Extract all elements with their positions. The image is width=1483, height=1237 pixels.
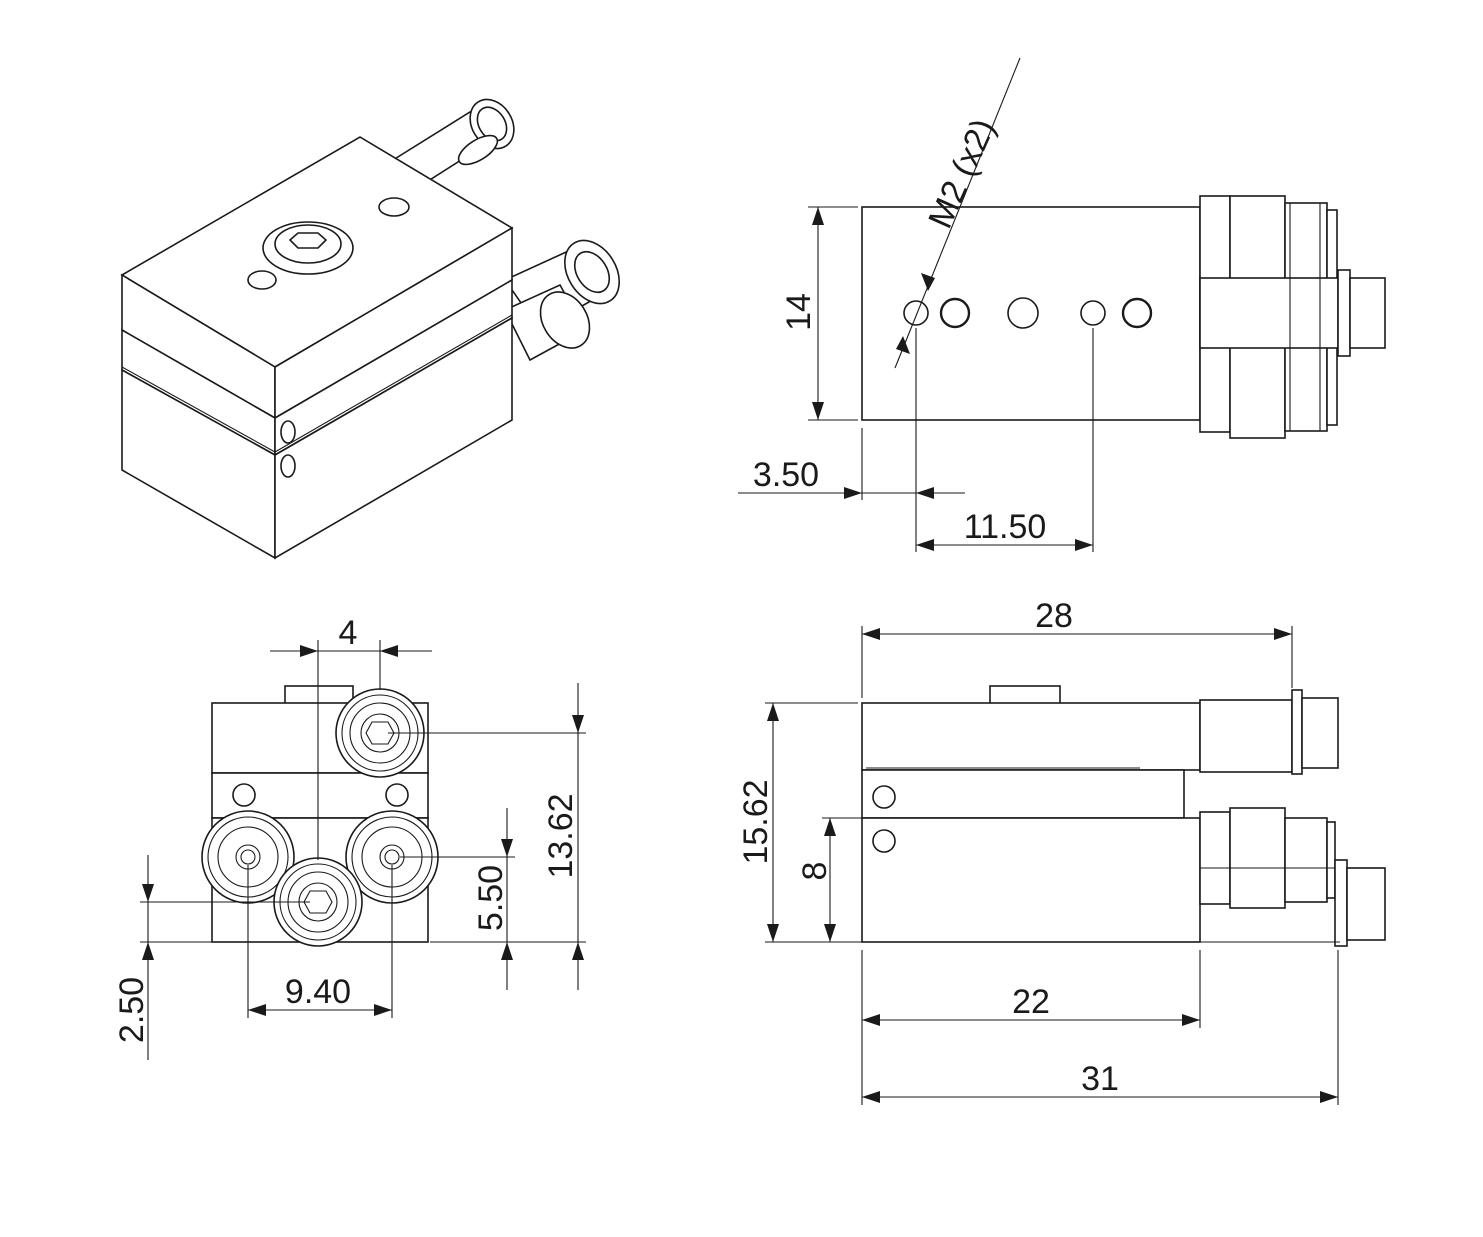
dim-28-label: 28	[1035, 597, 1073, 635]
dim-13-62-label: 13.62	[542, 793, 580, 878]
top-view: M2 (x2) 14 3.50 11.50	[738, 57, 1386, 552]
top-view-hole-3	[1007, 297, 1039, 329]
side-view: 28 15.62 8 22 31	[737, 597, 1386, 1105]
side-view-top-tab	[989, 685, 1061, 705]
front-view-hole-left	[232, 783, 256, 807]
dim-5-50-label: 5.50	[472, 865, 510, 931]
m2-leader	[894, 57, 1021, 369]
dim-31-label: 31	[1081, 1060, 1119, 1098]
dim-3-50-label: 3.50	[753, 456, 819, 494]
front-view-right-port	[345, 810, 439, 904]
top-view-hole-m2-2	[1080, 300, 1106, 326]
iso-side-hole-1	[280, 420, 296, 444]
side-view-upper-fitting	[1199, 689, 1339, 775]
dim-8-label: 8	[796, 862, 834, 881]
side-view-middle-plate	[861, 769, 1185, 819]
side-view-hole-2	[872, 829, 896, 853]
isometric-view	[120, 98, 620, 560]
top-view-hole-m2-1	[903, 300, 929, 326]
front-view: 4 13.62 5.50 2.50 9.40	[113, 614, 586, 1060]
side-view-lower-fitting	[1199, 807, 1386, 947]
top-view-hole-2	[939, 297, 971, 329]
dim-4-label: 4	[339, 614, 358, 652]
dim-22-label: 22	[1012, 983, 1050, 1021]
dim-2-50-label: 2.50	[113, 977, 151, 1043]
front-view-hole-right	[385, 783, 409, 807]
top-view-hole-5	[1121, 297, 1153, 329]
side-view-upper-block	[861, 702, 1201, 771]
iso-hole-left	[247, 270, 277, 290]
side-view-hole-1	[872, 785, 896, 809]
dim-11-50-label: 11.50	[964, 508, 1047, 546]
dim-15-62-label: 15.62	[737, 779, 775, 864]
iso-fitting-right	[503, 239, 620, 362]
top-view-fittings	[1199, 195, 1386, 439]
side-view-lower-block	[861, 817, 1201, 943]
iso-hole-right	[378, 197, 410, 217]
iso-lower-side	[274, 316, 513, 560]
front-view-top-tab	[284, 685, 354, 705]
iso-side-hole-2	[280, 454, 296, 478]
dim-14-label: 14	[780, 293, 818, 331]
top-view-body	[861, 206, 1201, 421]
dim-9-40-label: 9.40	[285, 973, 351, 1011]
iso-cap-screw	[262, 221, 354, 275]
